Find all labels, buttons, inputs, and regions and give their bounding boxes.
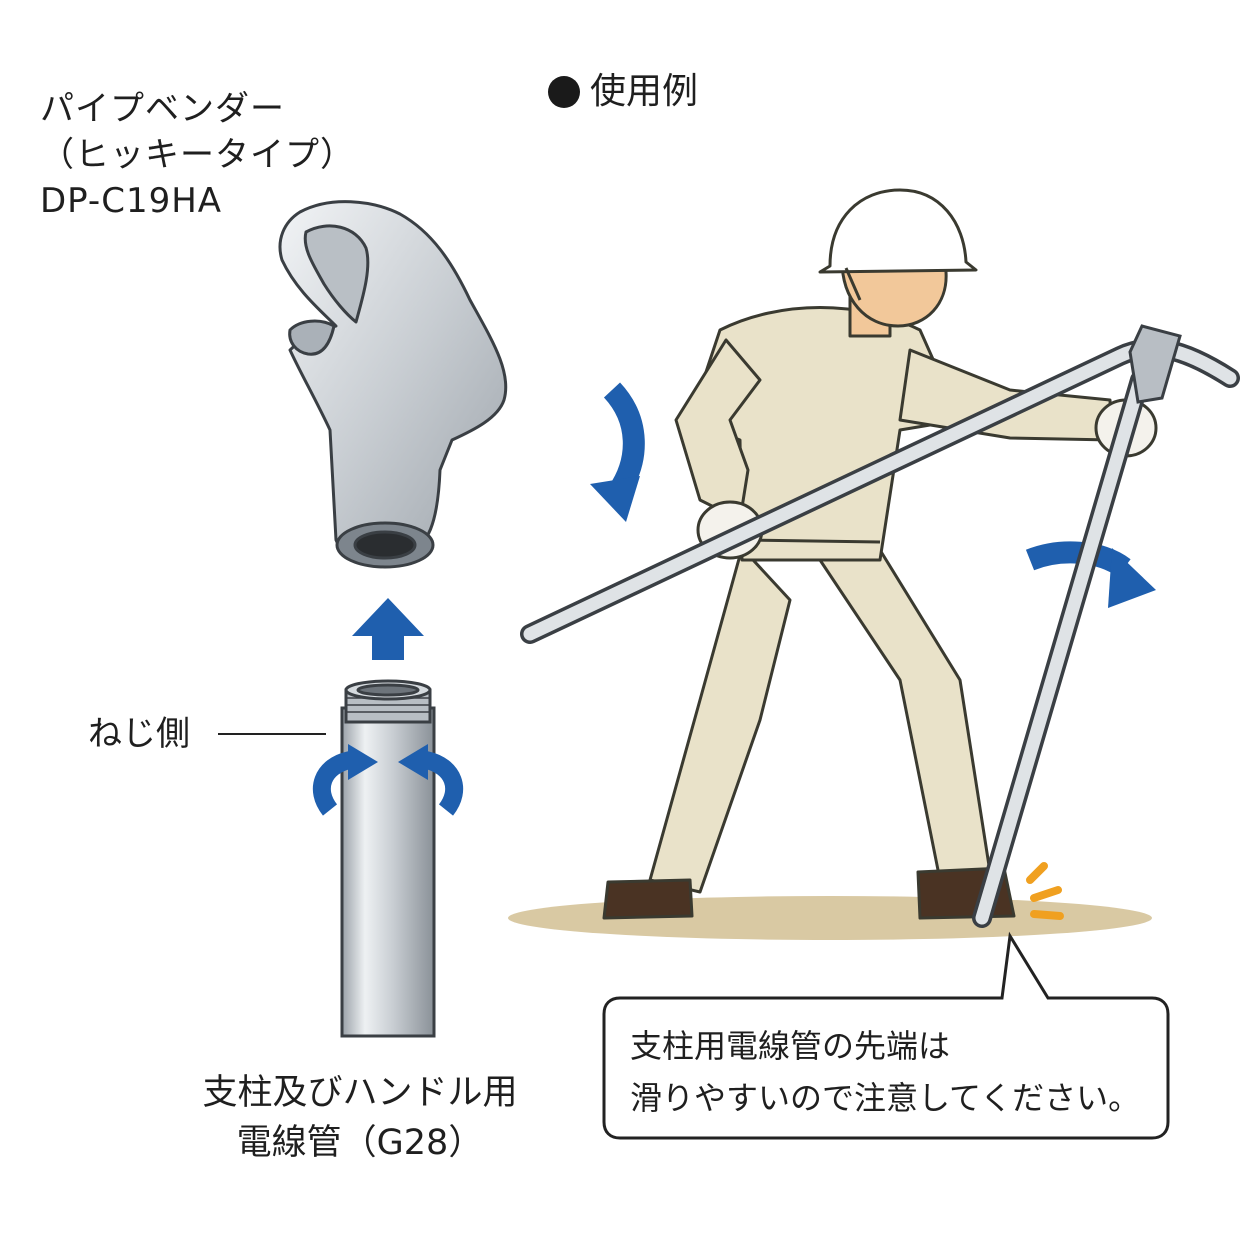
warning-line1: 支柱用電線管の先端は bbox=[630, 1027, 951, 1065]
pipe-caption-line2: 電線管（G28） bbox=[236, 1123, 484, 1163]
warning-line2: 滑りやすいので注意してください。 bbox=[630, 1079, 1141, 1117]
bullet-dot-icon bbox=[548, 76, 580, 108]
warning-callout-box bbox=[602, 931, 1170, 1140]
rotate-arrow-head-left bbox=[348, 744, 378, 780]
rotate-arrow-head-right bbox=[398, 744, 428, 780]
curved-right-arrow-head bbox=[1108, 548, 1156, 608]
bender-on-pipe-icon bbox=[1128, 324, 1182, 404]
curved-down-arrow-icon bbox=[603, 382, 645, 499]
conduit-pipe-illustration bbox=[340, 679, 436, 1038]
up-arrow-icon bbox=[352, 598, 424, 660]
product-name-line2: （ヒッキータイプ） bbox=[40, 135, 355, 175]
pipe-bender-illustration bbox=[278, 200, 508, 569]
product-title: パイプベンダー （ヒッキータイプ） DP-C19HA bbox=[40, 86, 355, 224]
rotate-arrow-icon bbox=[312, 751, 464, 816]
pipe-caption: 支柱及びハンドル用 電線管（G28） bbox=[170, 1068, 550, 1168]
usage-example-header: 使用例 bbox=[548, 70, 698, 114]
worker-illustration bbox=[602, 188, 1158, 920]
usage-example-label: 使用例 bbox=[590, 71, 699, 112]
curved-down-arrow-head bbox=[590, 476, 640, 522]
warning-text: 支柱用電線管の先端は 滑りやすいので注意してください。 bbox=[630, 1020, 1140, 1124]
product-name-line1: パイプベンダー bbox=[40, 89, 285, 129]
screw-side-label: ねじ側 bbox=[88, 714, 190, 754]
pipe-caption-line1: 支柱及びハンドル用 bbox=[202, 1073, 518, 1113]
slip-warning-mark bbox=[1026, 862, 1064, 920]
product-model: DP-C19HA bbox=[40, 181, 223, 221]
